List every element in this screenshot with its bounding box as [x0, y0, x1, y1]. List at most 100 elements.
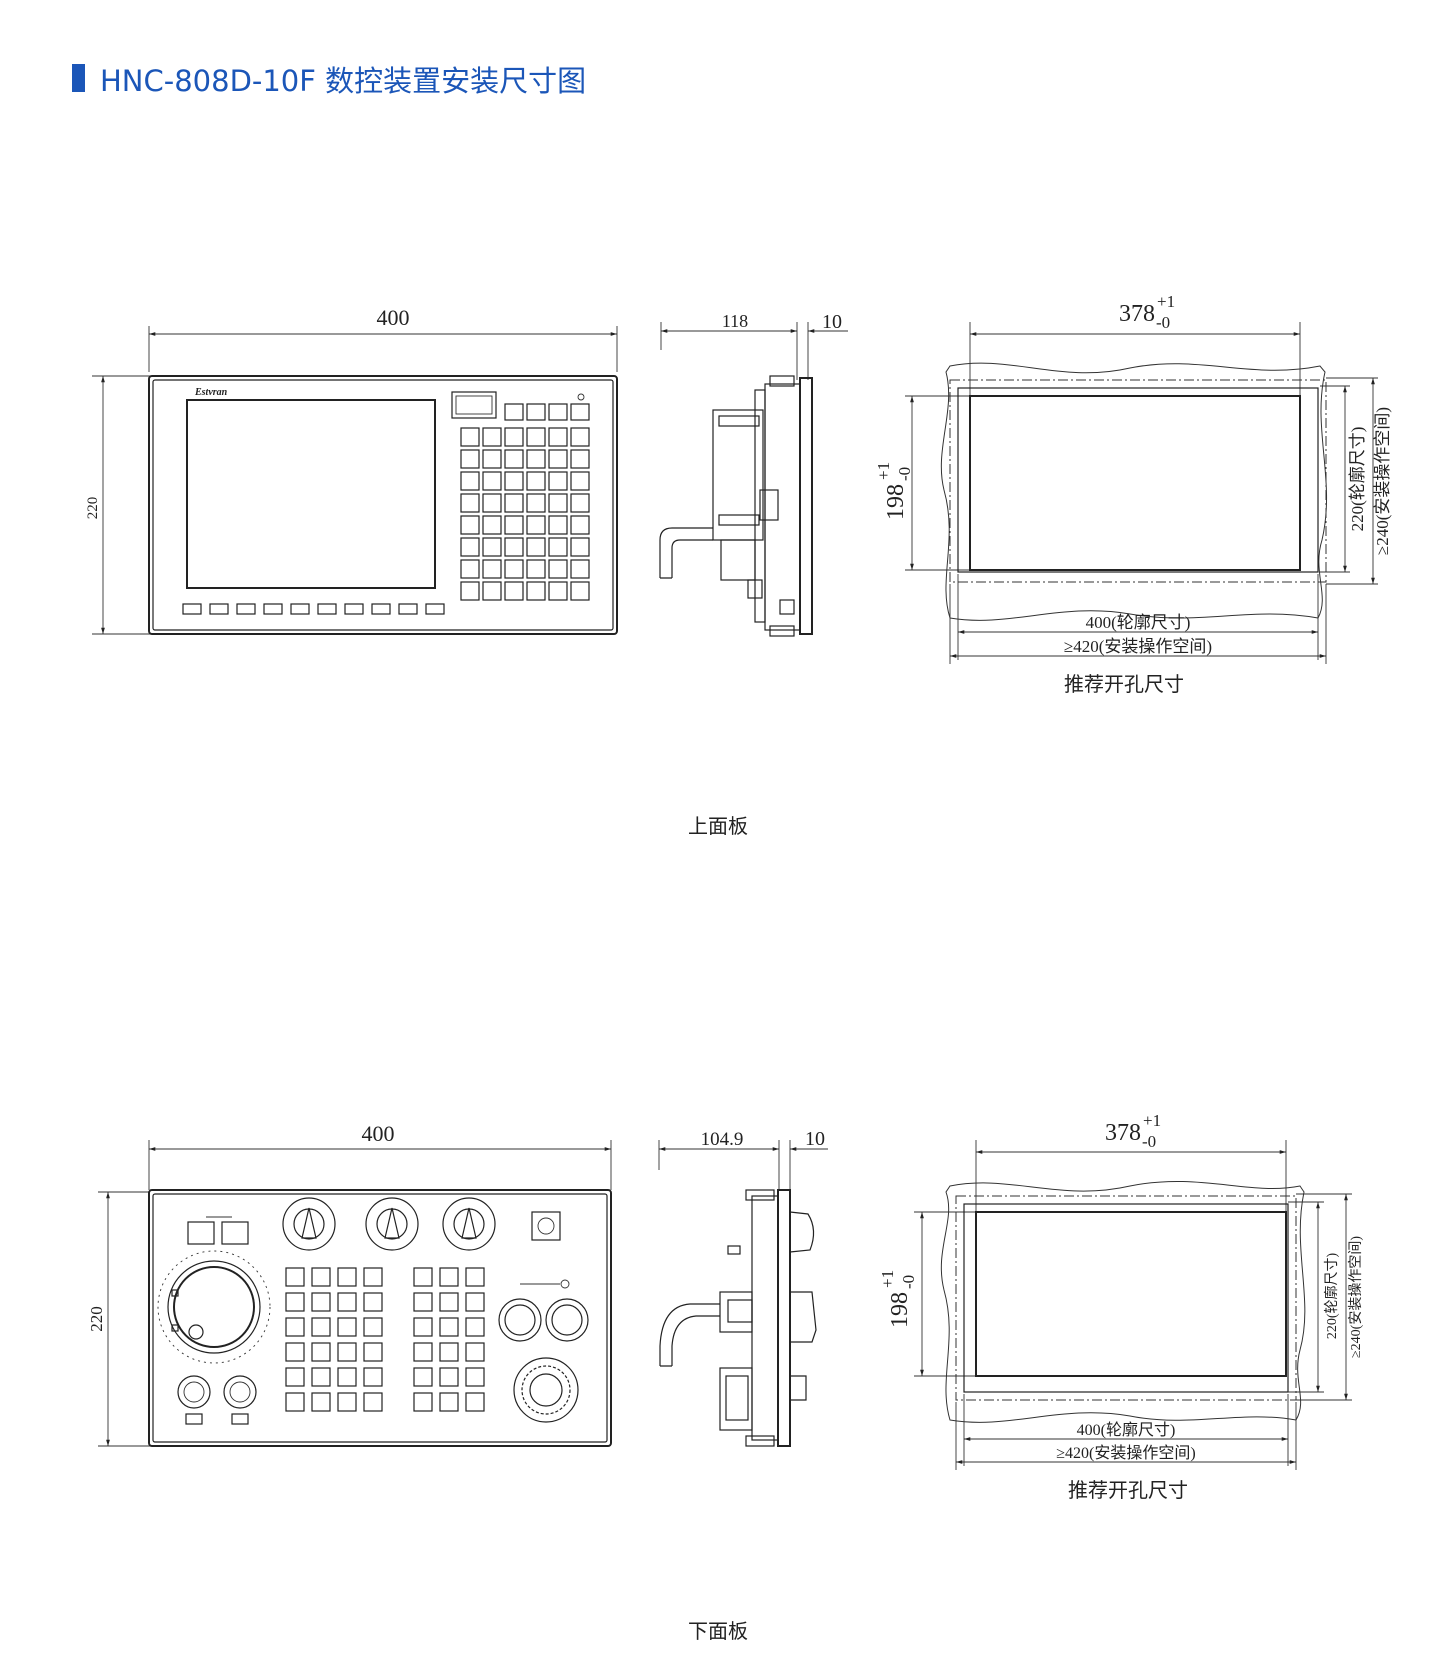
key — [570, 581, 590, 601]
key — [504, 493, 524, 513]
key — [439, 1267, 459, 1287]
key — [460, 515, 480, 535]
softkey — [398, 603, 418, 615]
key — [465, 1392, 485, 1412]
lower-space-height-label: ≥240(安装操作空间) — [1348, 1236, 1364, 1358]
key — [482, 559, 502, 579]
softkey — [344, 603, 364, 615]
key — [482, 581, 502, 601]
key — [439, 1392, 459, 1412]
upper-side-flange-label: 10 — [822, 311, 842, 333]
key — [465, 1317, 485, 1337]
key — [285, 1267, 305, 1287]
key — [311, 1392, 331, 1412]
key — [311, 1292, 331, 1312]
key — [570, 403, 590, 421]
key — [526, 537, 546, 557]
key — [363, 1267, 383, 1287]
key — [526, 559, 546, 579]
key — [311, 1367, 331, 1387]
lower-cutout-width-tol-minus: -0 — [1142, 1132, 1156, 1151]
key — [460, 581, 480, 601]
lower-feed-override-icons — [187, 1216, 249, 1245]
upper-outline-height-label: 220(轮廓尺寸) — [1348, 427, 1367, 532]
lower-side-view: 104.9 10 — [658, 1128, 828, 1447]
lower-space-width-label: ≥420(安装操作空间) — [1056, 1444, 1195, 1462]
key — [337, 1392, 357, 1412]
softkey — [263, 603, 283, 615]
key — [337, 1267, 357, 1287]
key — [570, 471, 590, 491]
softkey — [290, 603, 310, 615]
key — [285, 1367, 305, 1387]
lower-cutout-height-label: 198 — [887, 1292, 913, 1328]
key — [504, 471, 524, 491]
lower-panel-caption: 下面板 — [688, 1619, 748, 1643]
upper-space-width-label: ≥420(安装操作空间) — [1064, 637, 1212, 656]
key — [570, 559, 590, 579]
lower-rotary-switches — [282, 1197, 496, 1251]
key — [482, 471, 502, 491]
lower-side-flange-label: 10 — [805, 1128, 825, 1150]
key — [504, 515, 524, 535]
key — [363, 1342, 383, 1362]
softkey — [209, 603, 229, 615]
key — [526, 581, 546, 601]
key — [548, 449, 568, 469]
upper-panel-caption: 上面板 — [688, 814, 748, 838]
upper-cutout-width-label: 378 — [1119, 301, 1155, 327]
key — [526, 471, 546, 491]
key — [465, 1342, 485, 1362]
key — [413, 1392, 433, 1412]
key — [482, 449, 502, 469]
lower-emergency-stop — [513, 1357, 579, 1423]
key — [337, 1367, 357, 1387]
key — [504, 537, 524, 557]
key — [285, 1317, 305, 1337]
key — [285, 1342, 305, 1362]
key — [570, 537, 590, 557]
key — [548, 581, 568, 601]
lower-side-depth-label: 104.9 — [701, 1129, 744, 1150]
key — [285, 1392, 305, 1412]
key — [465, 1267, 485, 1287]
key — [526, 515, 546, 535]
upper-side-view: 118 10 — [659, 311, 848, 637]
key — [465, 1367, 485, 1387]
key — [460, 427, 480, 447]
key — [548, 403, 568, 421]
key — [311, 1317, 331, 1337]
key — [570, 515, 590, 535]
key — [482, 427, 502, 447]
upper-front-height-label: 220 — [85, 497, 101, 520]
key — [413, 1267, 433, 1287]
lower-cutout-width-label: 378 — [1105, 1120, 1141, 1146]
key — [363, 1317, 383, 1337]
key — [363, 1392, 383, 1412]
key — [439, 1367, 459, 1387]
key — [413, 1342, 433, 1362]
softkey — [182, 603, 202, 615]
key — [337, 1342, 357, 1362]
key — [311, 1267, 331, 1287]
lower-keypad-right — [413, 1267, 485, 1412]
page-title: HNC-808D-10F 数控装置安装尺寸图 — [100, 64, 587, 98]
key — [460, 537, 480, 557]
upper-cutout-height-label: 198 — [883, 484, 909, 520]
key — [413, 1317, 433, 1337]
lower-front-width-label: 400 — [362, 1121, 395, 1146]
key — [482, 493, 502, 513]
key — [413, 1367, 433, 1387]
key — [526, 493, 546, 513]
lower-front-view: 400 220 — [87, 1121, 612, 1447]
lower-cutout-width-tol-plus: +1 — [1143, 1111, 1161, 1130]
upper-lcd-screen — [186, 399, 436, 589]
lower-cutout-view: 378 +1 -0 198 +1 -0 220(轮廓尺寸) ≥240(安装操作空… — [878, 1111, 1364, 1470]
softkey — [317, 603, 337, 615]
upper-outline-width-label: 400(轮廓尺寸) — [1086, 613, 1191, 632]
lower-cycle-buttons — [498, 1279, 589, 1342]
key — [439, 1342, 459, 1362]
upper-cutout-height-tol-minus: -0 — [895, 467, 914, 481]
key — [337, 1292, 357, 1312]
key — [570, 427, 590, 447]
